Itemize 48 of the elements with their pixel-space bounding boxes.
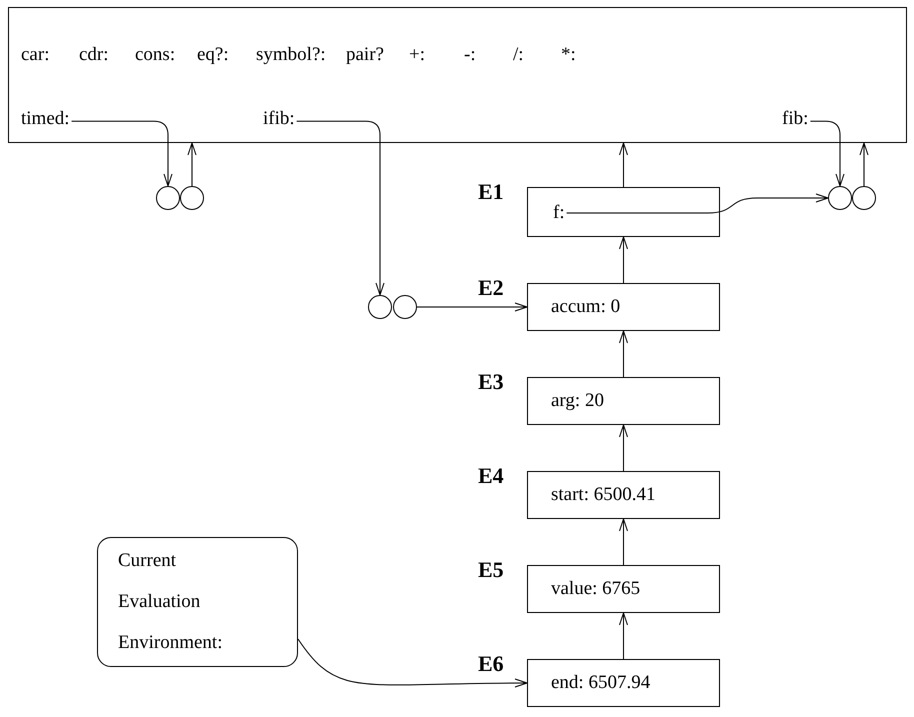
arrow — [810, 120, 844, 186]
binding-label: cons: — [135, 44, 176, 66]
arrow — [619, 236, 628, 284]
frame-label: E6 — [478, 651, 504, 677]
binding-label: end: 6507.94 — [551, 672, 650, 694]
binding-label: fib: — [782, 108, 808, 130]
arrow — [416, 302, 528, 312]
environment-frame — [8, 7, 907, 143]
procedure-circle — [393, 295, 417, 319]
binding-label: -: — [464, 44, 476, 66]
binding-label: symbol?: — [256, 44, 326, 66]
binding-label: f: — [553, 202, 565, 224]
procedure-circle — [828, 186, 852, 210]
arrow — [619, 330, 628, 378]
arrow — [296, 120, 384, 296]
note-text: Current Evaluation Environment: — [118, 549, 224, 655]
arrow — [860, 142, 868, 186]
frame-label: E4 — [478, 463, 504, 489]
binding-label: accum: 0 — [551, 296, 620, 318]
arrow — [71, 120, 172, 186]
arrow — [188, 142, 196, 186]
procedure-circle — [368, 295, 392, 319]
arrow — [619, 612, 628, 660]
binding-label: +: — [409, 44, 425, 66]
procedure-circle — [156, 186, 180, 210]
binding-label: ifib: — [263, 108, 295, 130]
arrow — [619, 518, 628, 566]
frame-label: E3 — [478, 369, 504, 395]
binding-label: *: — [561, 44, 576, 66]
binding-label: eq?: — [197, 44, 229, 66]
binding-label: pair? — [346, 44, 384, 66]
procedure-circle — [180, 186, 204, 210]
note-box — [97, 537, 298, 667]
binding-label: car: — [21, 44, 50, 66]
procedure-circle — [852, 186, 876, 210]
arrow — [619, 424, 628, 472]
arrow — [619, 142, 628, 188]
binding-label: timed: — [21, 108, 70, 130]
frame-label: E2 — [478, 275, 504, 301]
arrow — [566, 194, 828, 214]
binding-label: /: — [513, 44, 524, 66]
frame-label: E5 — [478, 557, 504, 583]
binding-label: arg: 20 — [551, 390, 604, 412]
binding-label: start: 6500.41 — [551, 484, 656, 506]
frame-label: E1 — [478, 179, 504, 205]
arrow — [298, 638, 528, 688]
binding-label: cdr: — [79, 44, 109, 66]
binding-label: value: 6765 — [551, 578, 640, 600]
